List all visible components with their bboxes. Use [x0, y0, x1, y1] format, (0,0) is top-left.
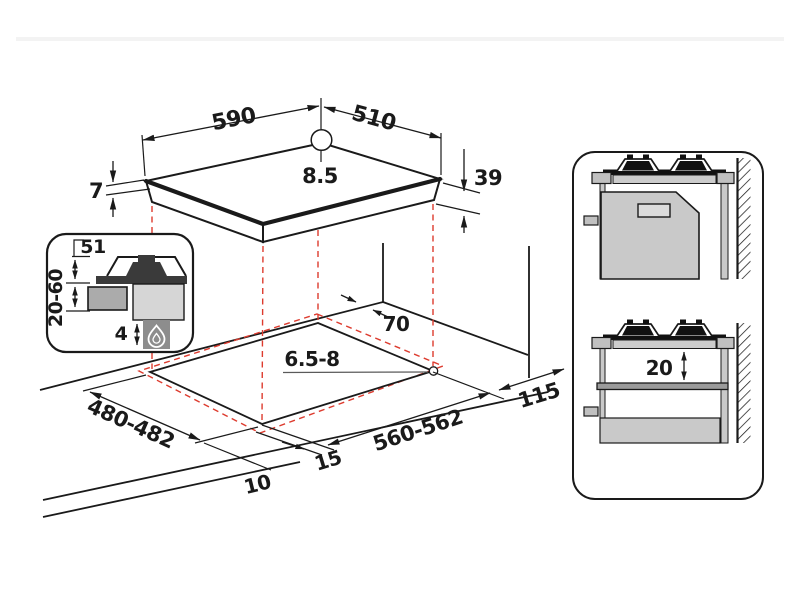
worktop-front-edge-lower: [42, 461, 301, 518]
side-view-shelf: 20: [583, 318, 751, 444]
hob-depth-label: 510: [349, 101, 399, 137]
oven-body: [600, 191, 700, 280]
burner-height-label: 51: [80, 236, 105, 258]
oven-vent: [637, 203, 671, 218]
knob-hole: [310, 128, 333, 152]
cabinet-right-spacer-2: [720, 347, 729, 444]
drawer-body: [599, 417, 721, 444]
body-height-label: 39: [474, 166, 502, 190]
fixing-bracket-left: [591, 171, 612, 185]
left-bracket-stub: [583, 215, 599, 226]
front-min-label: 10: [241, 469, 273, 499]
dim-front-offset: [255, 431, 323, 456]
dim-rear-clearance: [340, 294, 389, 318]
dim-width: [141, 105, 320, 177]
worktop-back-left-edge: [39, 301, 384, 391]
knob-hole-label: 8.5: [302, 164, 338, 188]
hob-bar-2: [603, 334, 726, 340]
dim-side-clearance: [498, 368, 565, 391]
fixing-hole-leader: [282, 371, 429, 374]
shelf-board: [596, 382, 729, 391]
cutout-width-label: 560-562: [370, 405, 466, 457]
left-bracket-stub-2: [583, 406, 599, 417]
cutout-outline: [147, 322, 436, 425]
burner-section-inset: 51 20-60 4: [45, 232, 195, 354]
hob-plate-section: [96, 276, 187, 284]
shelf-clearance-label: 20: [646, 356, 673, 380]
rear-clearance-label: 70: [383, 312, 410, 336]
cabinet-right-spacer: [720, 182, 729, 280]
dim-cutout-depth: [82, 374, 259, 444]
fixing-bracket-right: [716, 171, 735, 185]
dim-depth: [323, 106, 442, 175]
hob-front-edges: [143, 176, 443, 227]
fixing-hole-label: 6.5-8: [284, 347, 339, 371]
hob-body-section: [132, 283, 185, 321]
wall-clearance-panel: 20: [572, 151, 764, 500]
dim-top-plate: [105, 161, 151, 217]
top-plate-label: 7: [89, 179, 103, 203]
hob-bar: [603, 169, 726, 175]
worktop-thickness-label: 20-60: [45, 269, 67, 328]
flame-icon: [147, 324, 166, 348]
dim-body-height: [435, 149, 481, 233]
top-divider: [16, 37, 784, 41]
hob-body-strip: [612, 174, 717, 184]
fixing-bracket-left-2: [591, 336, 612, 350]
front-offset-label: 15: [312, 445, 345, 476]
fixing-bracket-right-2: [716, 336, 735, 350]
hob-width-label: 590: [210, 103, 259, 136]
hob-body-strip-2: [612, 339, 717, 349]
worktop-back-right-edge: [382, 301, 529, 356]
wall-hatching-top: [738, 158, 751, 279]
side-view-oven: [583, 153, 751, 280]
drawer-section: [87, 286, 128, 311]
hob-isometric: 590 510 8.5 7 39: [89, 98, 503, 244]
bracket-51: [73, 239, 84, 256]
projection-lines: [151, 204, 434, 422]
burner-icon: [126, 255, 167, 276]
min-gap-label: 4: [115, 323, 128, 345]
wall-hatching-bottom: [738, 323, 751, 443]
dim-cutout-width: [261, 371, 505, 451]
front-min-leader: [203, 442, 272, 471]
